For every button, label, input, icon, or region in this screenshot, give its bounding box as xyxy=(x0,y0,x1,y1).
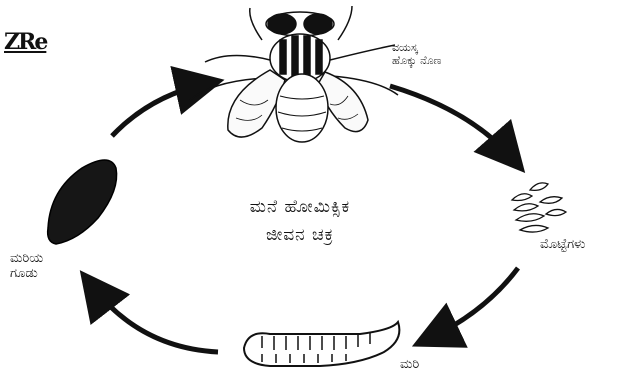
pupa-label-line-1: ಮರಿಯ xyxy=(10,252,100,267)
pupa-icon xyxy=(48,160,117,244)
diagram-title: ಮನೆ ಹೋಮಿಕ್ಸಿಕ ಜೀವನ ಚಕ್ರ xyxy=(190,198,410,245)
arrow-adult-to-eggs xyxy=(390,86,512,158)
larva-icon xyxy=(244,322,399,366)
adult-label-line-2: ಹೊಕ್ಕು ನೊಣ xyxy=(392,55,502,68)
corner-tag: ZRe xyxy=(4,30,46,55)
pupa-label: ಮರಿಯ ಗೂಡು xyxy=(10,252,100,282)
arrow-larva-to-pupa xyxy=(92,286,218,352)
title-line-1: ಮನೆ ಹೋಮಿಕ್ಸಿಕ xyxy=(190,198,410,218)
housefly-adult-icon xyxy=(190,6,398,142)
arrow-eggs-to-larva xyxy=(430,268,518,338)
eggs-label: ಮೊಟ್ಟೆಗಳು xyxy=(540,238,640,253)
larva-label: ಮರಿ xyxy=(400,358,460,373)
title-line-2: ಜೀವನ ಚಕ್ರ xyxy=(190,226,410,246)
eggs-icon xyxy=(512,183,566,232)
pupa-label-line-2: ಗೂಡು xyxy=(10,267,100,282)
arrow-pupa-to-adult xyxy=(112,84,205,136)
adult-label: ವಯಸ್ಕ ಹೊಕ್ಕು ನೊಣ xyxy=(392,42,502,67)
adult-label-line-1: ವಯಸ್ಕ xyxy=(392,42,502,55)
